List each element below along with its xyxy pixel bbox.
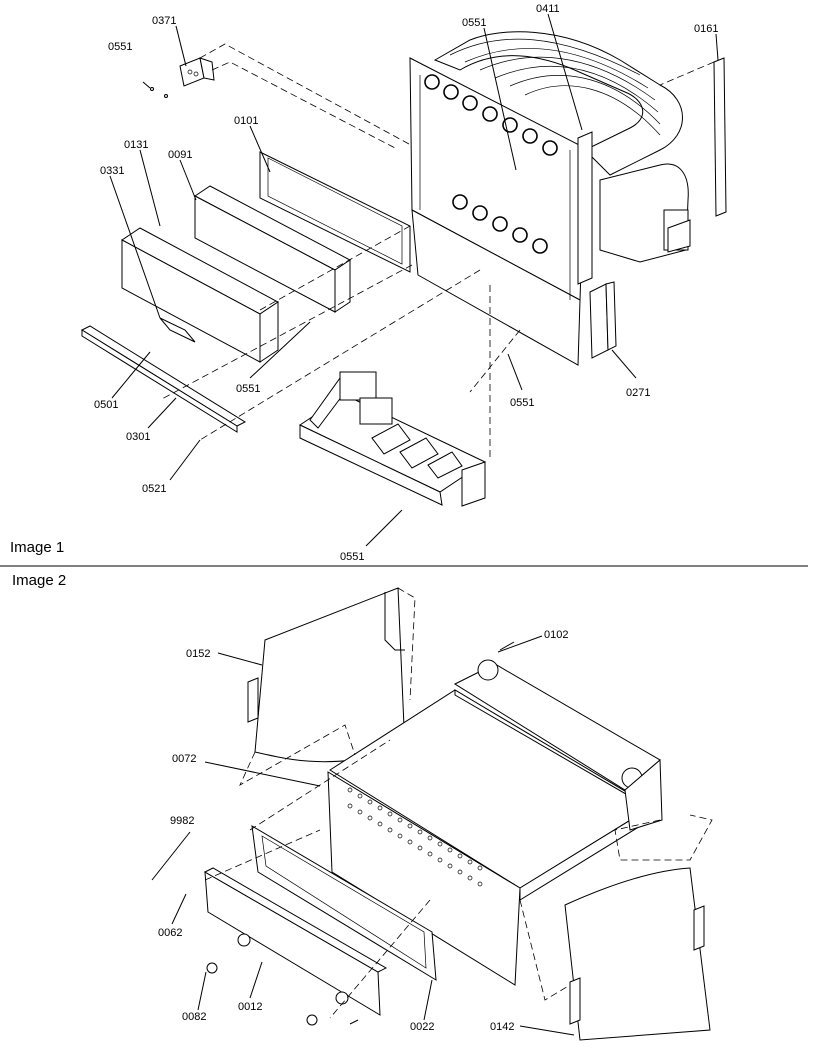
label-0102: 0102	[544, 629, 568, 641]
leader-lines-image1	[109, 13, 719, 547]
caption-image2: Image 2	[12, 572, 66, 589]
label-0022: 0022	[410, 1021, 434, 1033]
gasket-0101	[259, 151, 411, 273]
strip-0411	[577, 131, 593, 285]
label-0331: 0331	[100, 165, 124, 177]
label-0271: 0271	[626, 387, 650, 399]
bracket-0331	[159, 317, 196, 343]
baffle-box-0091	[194, 185, 351, 313]
label-0551-bot: 0551	[340, 551, 364, 563]
baffle-box-0131	[121, 227, 279, 363]
header-plate	[409, 57, 586, 366]
burner-manifold-assembly	[298, 371, 487, 507]
label-0131: 0131	[124, 139, 148, 151]
image2-figure: Image 2	[12, 572, 713, 1041]
gasket-frame-0022	[251, 825, 437, 981]
leader-lines-image2	[151, 635, 575, 1036]
label-0012: 0012	[238, 1001, 262, 1013]
bracket-0271	[589, 281, 617, 359]
burner-ports-top-row	[424, 74, 558, 156]
rail-0301	[80, 325, 247, 433]
label-0551-mid: 0551	[236, 383, 260, 395]
labels-image2: 0152 0102 0072 9982 0062 0082 0012 0022 …	[158, 629, 568, 1033]
caption-image1: Image 1	[10, 539, 64, 556]
burner-ports-bottom-row	[452, 194, 548, 254]
labels-image1: 0371 0551 0551 0411 0161 0101 0131 0091 …	[94, 3, 718, 563]
label-0551-r: 0551	[510, 397, 534, 409]
label-0101: 0101	[234, 115, 258, 127]
label-0161: 0161	[694, 23, 718, 35]
label-0301: 0301	[126, 431, 150, 443]
label-0072: 0072	[172, 753, 196, 765]
label-9982: 9982	[170, 815, 194, 827]
screws-0551-tl	[142, 81, 168, 98]
image1-figure: 0371 0551 0551 0411 0161 0101 0131 0091 …	[10, 3, 727, 563]
label-0371: 0371	[152, 15, 176, 27]
side-panel-0142	[564, 867, 711, 1041]
label-0551-top: 0551	[462, 17, 486, 29]
strip-0161	[713, 57, 727, 217]
heat-exchanger-tubes	[433, 31, 691, 263]
label-0062: 0062	[158, 927, 182, 939]
label-0152: 0152	[186, 648, 210, 660]
chassis-box	[329, 659, 663, 901]
label-0501: 0501	[94, 399, 118, 411]
label-0411: 0411	[536, 3, 560, 15]
label-0551-tl: 0551	[108, 41, 132, 53]
label-0091: 0091	[168, 149, 192, 161]
label-0142: 0142	[490, 1021, 514, 1033]
front-control-plate	[327, 771, 521, 986]
label-0082: 0082	[182, 1011, 206, 1023]
burner-plate-0012	[203, 867, 388, 1016]
label-0521: 0521	[142, 483, 166, 495]
fasteners-image2	[206, 641, 515, 1026]
